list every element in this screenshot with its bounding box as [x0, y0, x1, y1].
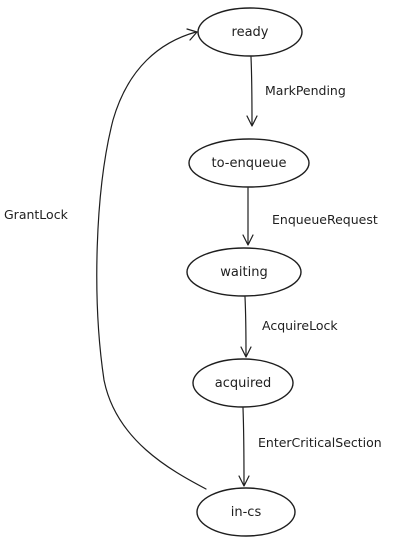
edge-grant-lock: GrantLock: [4, 28, 207, 490]
edge-mark-pending-label: MarkPending: [265, 83, 346, 98]
node-waiting-shape: [186, 247, 302, 297]
node-in-cs-label: in-cs: [231, 505, 262, 520]
edge-enqueue-request-arrowhead: [242, 234, 254, 246]
edge-acquire-lock: AcquireLock: [240, 296, 338, 358]
node-waiting: waiting: [186, 247, 302, 297]
edge-acquire-lock-line: [244, 296, 247, 357]
edge-grant-lock-label: GrantLock: [4, 207, 69, 222]
node-to-enqueue-shape: [188, 138, 310, 188]
node-to-enqueue-label: to-enqueue: [212, 156, 287, 171]
node-acquired-label: acquired: [215, 376, 272, 391]
node-in-cs-shape: [196, 487, 296, 537]
edge-mark-pending-arrowhead: [246, 115, 258, 127]
node-waiting-label: waiting: [220, 265, 267, 280]
edge-mark-pending: MarkPending: [246, 56, 346, 127]
node-to-enqueue: to-enqueue: [188, 138, 310, 188]
edge-enter-critical-section-arrowhead: [238, 475, 250, 487]
node-ready-label: ready: [232, 25, 269, 40]
edge-acquire-lock-label: AcquireLock: [262, 318, 338, 333]
edge-mark-pending-line: [250, 56, 253, 126]
edge-enter-critical-section: EnterCriticalSection: [238, 407, 382, 487]
node-ready: ready: [197, 7, 303, 57]
node-ready-shape: [197, 7, 303, 57]
edge-grant-lock-line: [96, 31, 207, 490]
edge-acquire-lock-arrowhead: [240, 346, 252, 358]
node-acquired-shape: [192, 358, 294, 408]
edge-enter-critical-section-label: EnterCriticalSection: [258, 435, 382, 450]
edge-grant-lock-arrowhead: [186, 28, 198, 41]
edge-enqueue-request-label: EnqueueRequest: [272, 212, 378, 227]
node-in-cs: in-cs: [196, 487, 296, 537]
edge-enqueue-request: EnqueueRequest: [242, 187, 378, 246]
edge-enter-critical-section-line: [242, 407, 245, 486]
node-acquired: acquired: [192, 358, 294, 408]
